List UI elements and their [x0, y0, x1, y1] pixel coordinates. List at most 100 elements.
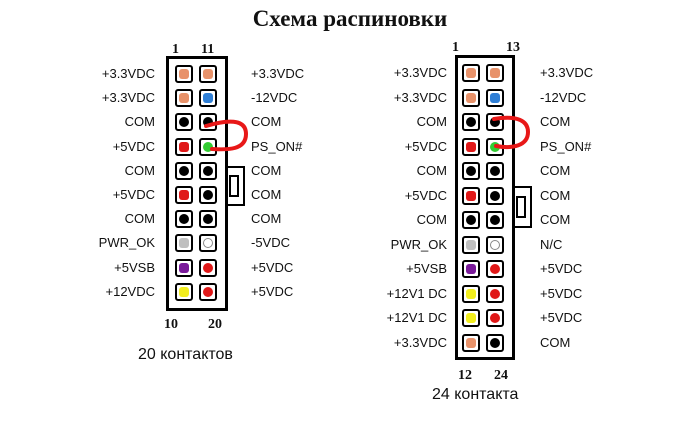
connector24-left-label: +5VSB	[406, 261, 447, 276]
pin-number-24: 24	[494, 368, 508, 383]
connector20-right-label: COM	[251, 187, 282, 202]
pin-color-black	[490, 337, 500, 348]
connector20-pin-left-10	[175, 282, 193, 301]
pin-color-gray	[466, 239, 476, 250]
connector20-left-label: +5VDC	[112, 187, 155, 202]
connector24-right-label: +5VDC	[540, 310, 583, 325]
connector24-pin-left-2	[462, 88, 480, 107]
connector20-right-label: PS_ON#	[251, 138, 303, 154]
connector20-pin-left-1	[175, 65, 193, 83]
connector20-right-label: +3.3VDC	[251, 66, 305, 81]
connector24-pin-right-2	[486, 88, 504, 107]
pin-color-purple	[466, 264, 476, 274]
jumper-wire-24	[492, 115, 531, 150]
pin-number-12: 12	[458, 368, 472, 383]
connector24-left-label: +5VDC	[404, 187, 447, 203]
pin-color-orange	[466, 68, 476, 78]
pin-color-red	[466, 141, 476, 152]
connector20-pin-right-8	[199, 234, 217, 253]
pin-color-green	[203, 141, 213, 152]
pin-color-yellow	[466, 288, 476, 299]
pin-color-gray	[179, 238, 189, 249]
connector24-left-label: COM	[416, 163, 447, 178]
pin-color-red	[490, 313, 500, 323]
connector24-right-label: +5VDC	[540, 285, 583, 301]
pin-number-13: 13	[506, 40, 520, 55]
connector24-right-label: COM	[540, 334, 571, 350]
pin-color-black	[490, 190, 500, 201]
pin-color-blue	[490, 92, 500, 103]
connector24-pin-left-9	[462, 260, 480, 278]
connector20-pin-right-5	[199, 161, 217, 180]
connector20-pin-left-5	[175, 161, 193, 180]
pin-color-black	[203, 165, 213, 176]
pin-color-black	[179, 165, 189, 176]
pin-color-black	[203, 117, 213, 128]
connector24-pin-left-6	[462, 186, 480, 205]
pin-color-blue	[203, 93, 213, 104]
pin-color-red	[203, 286, 213, 297]
connector20-pin-left-7	[175, 210, 193, 229]
connector20-pin-left-2	[175, 89, 193, 108]
connector24-pin-left-3	[462, 113, 480, 131]
pin-color-purple	[179, 262, 189, 273]
connector20-left-label: +3.3VDC	[101, 90, 155, 106]
pin-color-yellow	[466, 313, 476, 323]
connector20-right-label: +5VDC	[251, 283, 294, 299]
connector20-left-label: COM	[124, 114, 155, 130]
pin-color-black	[490, 215, 500, 225]
connector24-left-label: COM	[416, 212, 447, 227]
pin-color-black	[490, 117, 500, 127]
connector24-pin-right-10	[486, 284, 504, 303]
connector20-pin-right-6	[199, 186, 217, 204]
connector20-right-label: COM	[251, 114, 282, 130]
connector-20-caption: 20 контактов	[138, 346, 233, 363]
connector24-pin-left-12	[462, 333, 480, 352]
connector20-left-label: +5VDC	[112, 138, 155, 154]
pin-color-orange	[466, 337, 476, 348]
pin-color-black	[179, 214, 189, 225]
connector24-pin-left-7	[462, 211, 480, 229]
connector24-left-label: +5VDC	[404, 138, 447, 154]
connector24-left-label: PWR_OK	[390, 236, 447, 252]
pin-color-red	[490, 288, 500, 299]
connector24-right-label: COM	[540, 114, 571, 129]
connector20-pin-left-4	[175, 137, 193, 156]
pin-number-10: 10	[164, 317, 178, 332]
connector24-pin-left-4	[462, 137, 480, 156]
connector24-pin-right-7	[486, 211, 504, 229]
connector24-right-label: COM	[540, 163, 571, 178]
connector24-right-label: -12VDC	[540, 89, 587, 105]
connector24-left-label: +3.3VDC	[393, 65, 447, 80]
pin-color-black	[179, 117, 189, 128]
connector20-left-label: COM	[124, 211, 155, 227]
connector20-right-label: COM	[251, 162, 282, 178]
connector24-pin-right-5	[486, 162, 504, 180]
connector24-left-label: +3.3VDC	[393, 334, 447, 350]
pin-color-red	[179, 141, 189, 152]
jumper-wire-20	[204, 119, 249, 152]
connector20-pin-left-6	[175, 186, 193, 204]
connector24-pin-right-9	[486, 260, 504, 278]
connector20-right-label: -5VDC	[251, 235, 291, 251]
pin-color-orange	[203, 69, 213, 79]
pin-number-11: 11	[201, 42, 215, 57]
pin-color-black	[203, 214, 213, 225]
connector20-pin-right-7	[199, 210, 217, 229]
pin-color-red	[203, 262, 213, 273]
connector20-pin-right-9	[199, 258, 217, 277]
connector24-left-label: +3.3VDC	[393, 89, 447, 105]
connector20-left-label: +3.3VDC	[101, 66, 155, 81]
pin-color-yellow	[179, 286, 189, 297]
pin-color-orange	[179, 93, 189, 104]
connector24-pin-left-10	[462, 284, 480, 303]
pin-number-1: 1	[172, 42, 179, 57]
connector-20-latch-tab	[229, 175, 239, 197]
connector20-pin-left-8	[175, 234, 193, 253]
connector24-pin-right-11	[486, 309, 504, 327]
connector24-left-label: +12V1 DC	[386, 285, 447, 301]
connector24-pin-left-1	[462, 64, 480, 82]
connector20-right-label: +5VDC	[251, 259, 294, 275]
connector24-pin-right-1	[486, 64, 504, 82]
